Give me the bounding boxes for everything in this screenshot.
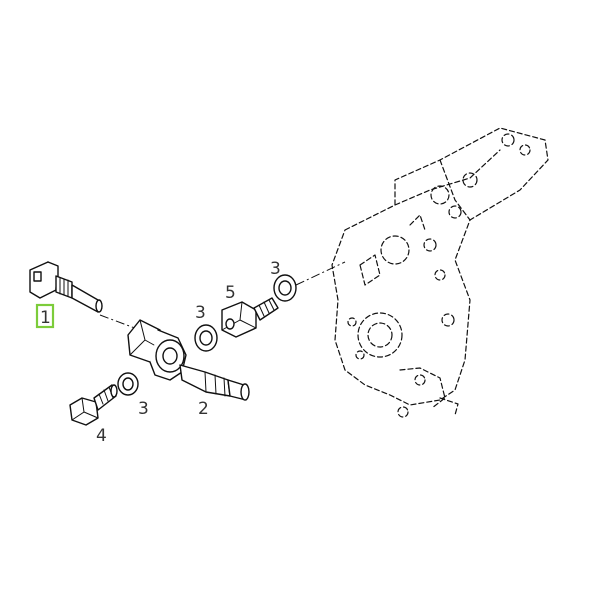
callout-2: 2 [198,399,209,419]
part-3-washer-a [194,324,218,352]
part-4-hollow-bolt [69,384,118,426]
callout-4: 4 [96,426,107,446]
callout-1: 1 [40,308,51,328]
assembly-center-line-2 [295,261,346,286]
callout-3-washer-a: 3 [195,303,206,323]
callout-3-washer-c: 3 [138,399,149,419]
callout-1-highlight-box [35,303,55,329]
engine-housing [331,127,549,418]
part-2-banjo-fitting [127,319,250,401]
callout-5: 5 [225,283,236,303]
part-1-sensor [29,261,103,313]
part-3-washer-b [273,274,297,302]
part-5-adapter [221,297,279,338]
part-3-washer-c [117,372,139,396]
callout-3-washer-b: 3 [270,259,281,279]
